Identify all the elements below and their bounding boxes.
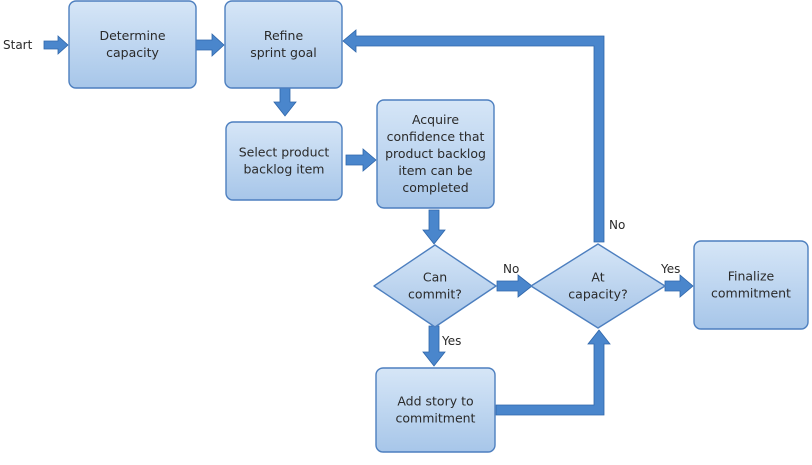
label-line: Refine <box>264 28 304 43</box>
label-line: completed <box>402 180 468 195</box>
edge-label-cancommit-no: No <box>503 262 519 276</box>
node-refine-sprint-goal-label: Refine sprint goal <box>250 28 317 60</box>
label-line: product backlog <box>385 146 486 161</box>
node-determine-capacity: Determine capacity <box>68 0 197 89</box>
label-line: sprint goal <box>250 45 317 60</box>
arrow-addstory-to-atcapacity <box>495 329 611 416</box>
edge-label-atcapacity-yes: Yes <box>660 262 680 276</box>
label-line: item can be <box>398 163 473 178</box>
arrow-cancommit-no-to-atcapacity <box>496 274 533 298</box>
label-line: Finalize <box>728 269 775 284</box>
label-line: Determine <box>99 28 165 43</box>
arrow-determine-to-refine <box>195 33 225 57</box>
node-select-backlog-item-label: Select product backlog item <box>239 145 330 177</box>
label-line: confidence that <box>387 129 485 144</box>
node-determine-capacity-label: Determine capacity <box>99 28 165 60</box>
label-line: commit? <box>408 287 462 302</box>
arrow-start-to-determine <box>43 35 69 55</box>
decision-at-capacity-label: At capacity? <box>568 270 627 302</box>
node-refine-sprint-goal: Refine sprint goal <box>224 0 343 89</box>
label-line: capacity <box>106 45 159 60</box>
label-line: At <box>591 270 604 285</box>
label-line: Acquire <box>412 112 459 127</box>
node-finalize-commitment-label: Finalize commitment <box>711 269 791 301</box>
arrow-cancommit-yes-to-addstory <box>422 325 446 367</box>
edge-label-atcapacity-no: No <box>609 218 625 232</box>
node-acquire-confidence: Acquire confidence that product backlog ite… <box>376 99 495 209</box>
node-acquire-confidence-label: Acquire confidence that product backlog ite… <box>385 112 486 195</box>
label-line: Select product <box>239 145 330 160</box>
arrow-atcapacity-no-to-refine <box>342 29 605 243</box>
label-line: Can <box>423 270 447 285</box>
label-line: commitment <box>711 286 791 301</box>
node-add-story: Add story to commitment <box>375 367 496 453</box>
label-line: Add story to <box>397 394 473 409</box>
node-finalize-commitment: Finalize commitment <box>693 240 809 330</box>
node-select-backlog-item: Select product backlog item <box>225 121 343 201</box>
arrow-refine-to-select <box>273 87 297 117</box>
label-line: capacity? <box>568 287 627 302</box>
arrow-atcapacity-yes-to-finalize <box>664 274 694 298</box>
connectors <box>43 29 694 416</box>
decision-can-commit-label: Can commit? <box>408 270 462 302</box>
arrow-acquire-to-cancommit <box>422 209 446 245</box>
start-label: Start <box>3 38 33 52</box>
decision-can-commit: Can commit? <box>373 244 497 328</box>
edge-label-cancommit-yes: Yes <box>441 334 461 348</box>
decision-at-capacity: At capacity? <box>530 243 666 329</box>
arrow-select-to-acquire <box>345 148 377 172</box>
node-add-story-label: Add story to commitment <box>396 394 476 426</box>
label-line: backlog item <box>244 162 325 177</box>
label-line: commitment <box>396 411 476 426</box>
